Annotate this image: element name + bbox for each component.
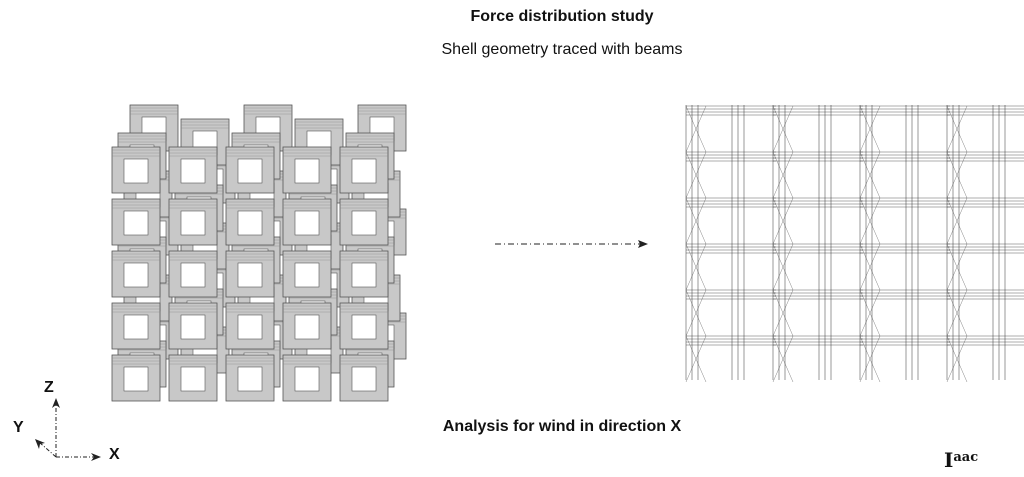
- beam-brace: [946, 151, 968, 199]
- shell-cell: [168, 302, 218, 350]
- beam-brace: [946, 289, 968, 337]
- shell-cell: [282, 302, 332, 350]
- arrow-head: [638, 240, 648, 248]
- z-axis-label: Z: [44, 379, 54, 396]
- beam-brace: [859, 197, 881, 245]
- shell-cell: [111, 302, 161, 350]
- beam-brace: [946, 335, 968, 383]
- axis-gizmo: [35, 398, 101, 461]
- shell-cell: [282, 146, 332, 194]
- beam-brace: [859, 335, 881, 383]
- beam-brace: [859, 243, 881, 291]
- shell-cell: [339, 250, 389, 298]
- beam-brace: [859, 151, 881, 199]
- shell-cell: [339, 302, 389, 350]
- beam-brace: [772, 289, 794, 337]
- beam-brace: [946, 243, 968, 291]
- shell-cell: [168, 354, 218, 402]
- logo-sup: aac: [953, 450, 979, 465]
- shell-cell: [282, 198, 332, 246]
- beam-brace: [685, 243, 707, 291]
- beam-brace: [772, 197, 794, 245]
- y-axis-label: Y: [13, 419, 24, 436]
- shell-cell: [339, 198, 389, 246]
- shell-cell: [111, 354, 161, 402]
- beam-brace: [772, 243, 794, 291]
- analysis-caption: Analysis for wind in direction X: [442, 418, 682, 435]
- beam-brace: [772, 105, 794, 153]
- beam-wireframe-model: [685, 105, 1024, 383]
- shell-cell: [225, 354, 275, 402]
- beam-brace: [772, 335, 794, 383]
- shell-cell: [111, 146, 161, 194]
- beam-brace: [946, 197, 968, 245]
- shell-geometry-model: [111, 104, 407, 402]
- x-axis-label: X: [109, 446, 120, 463]
- beam-brace: [685, 289, 707, 337]
- beam-brace: [685, 335, 707, 383]
- iaac-logo: Iaac: [944, 448, 978, 472]
- shell-cell: [168, 250, 218, 298]
- x-axis-arrowhead: [91, 453, 101, 461]
- shell-cell: [225, 302, 275, 350]
- beam-brace: [685, 197, 707, 245]
- beam-brace: [685, 151, 707, 199]
- y-axis-line: [38, 441, 57, 458]
- z-axis-arrowhead: [52, 398, 60, 408]
- logo-main: I: [944, 448, 954, 472]
- shell-cell: [225, 198, 275, 246]
- shell-cell: [168, 198, 218, 246]
- shell-cell: [339, 146, 389, 194]
- shell-cell: [282, 250, 332, 298]
- diagram-subtitle: Shell geometry traced with beams: [441, 41, 683, 58]
- beam-brace: [859, 105, 881, 153]
- shell-cell: [339, 354, 389, 402]
- shell-cell: [168, 146, 218, 194]
- beam-brace: [772, 151, 794, 199]
- shell-cell: [282, 354, 332, 402]
- shell-cell: [111, 250, 161, 298]
- shell-cell: [225, 250, 275, 298]
- beam-brace: [685, 105, 707, 153]
- shell-cell: [225, 146, 275, 194]
- beam-brace: [859, 289, 881, 337]
- y-axis-arrowhead: [35, 439, 45, 449]
- beam-brace: [946, 105, 968, 153]
- diagram-title: Force distribution study: [470, 8, 654, 25]
- shell-cell: [111, 198, 161, 246]
